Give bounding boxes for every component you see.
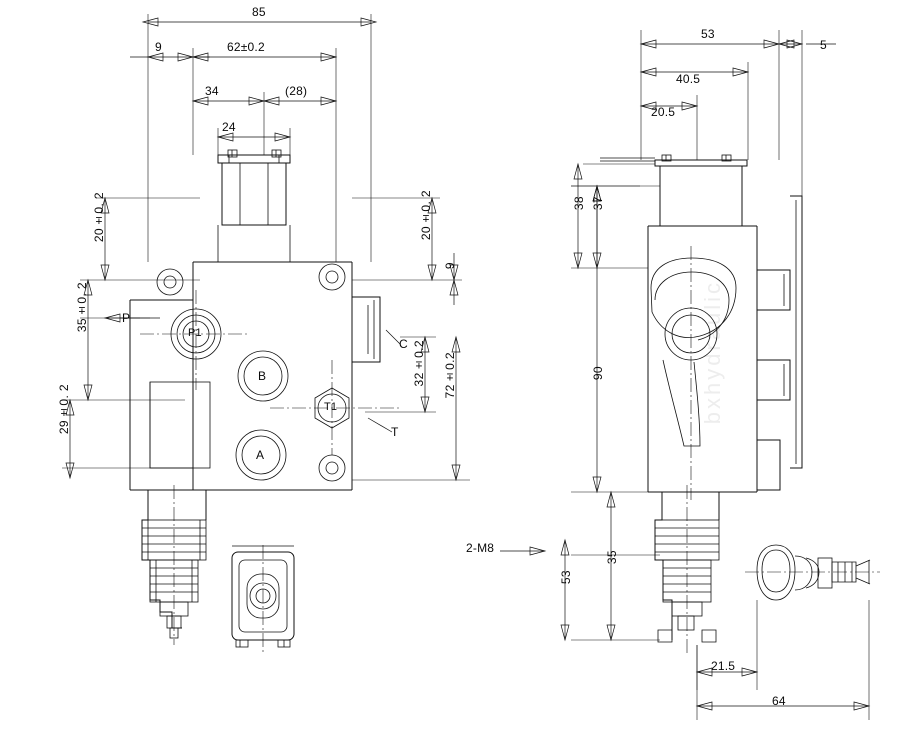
dim-label-40-5: 40.5 <box>676 72 701 86</box>
dim-label-21-5: 21.5 <box>711 659 736 673</box>
dim-label-35-side: 35 <box>605 550 619 565</box>
port-label-A: A <box>256 448 265 462</box>
dim-label-62: 62±0.2 <box>227 40 265 54</box>
port-label-T1: T1 <box>324 401 338 413</box>
port-label-C: C <box>399 337 408 351</box>
dim-label-5: 5 <box>820 38 827 52</box>
dim-label-9-top: 9 <box>155 40 162 54</box>
dim-label-37: 37 <box>591 196 605 211</box>
dim-label-9-right: 9 <box>443 262 457 270</box>
dim-label-53-side: 53 <box>559 570 573 585</box>
port-label-P1: P1 <box>188 327 202 339</box>
dim-label-72: 72±0.2 <box>443 352 457 399</box>
port-label-P: P <box>122 311 131 325</box>
port-label-B: B <box>258 369 267 383</box>
dim-label-24: 24 <box>222 120 236 134</box>
dim-label-53-top: 53 <box>701 27 715 41</box>
dim-label-34: 34 <box>205 84 219 98</box>
dim-label-38: 38 <box>572 196 586 211</box>
dim-label-28: (28) <box>285 84 308 98</box>
dim-label-20-left: 20±0. 2 <box>92 192 106 243</box>
dim-label-32: 32±0.2 <box>412 340 426 387</box>
dim-label-90: 90 <box>591 366 605 381</box>
thread-note-2-M8: 2-M8 <box>466 541 495 555</box>
dim-label-29-left: 29±0. 2 <box>57 384 71 435</box>
port-label-T: T <box>391 425 399 439</box>
dim-label-20-right: 20±0. 2 <box>419 190 433 241</box>
dim-label-20-5: 20.5 <box>651 105 676 119</box>
dim-label-64: 64 <box>772 694 786 708</box>
dim-label-85: 85 <box>252 5 266 19</box>
dim-label-35-left: 35±0. 2 <box>75 282 89 333</box>
